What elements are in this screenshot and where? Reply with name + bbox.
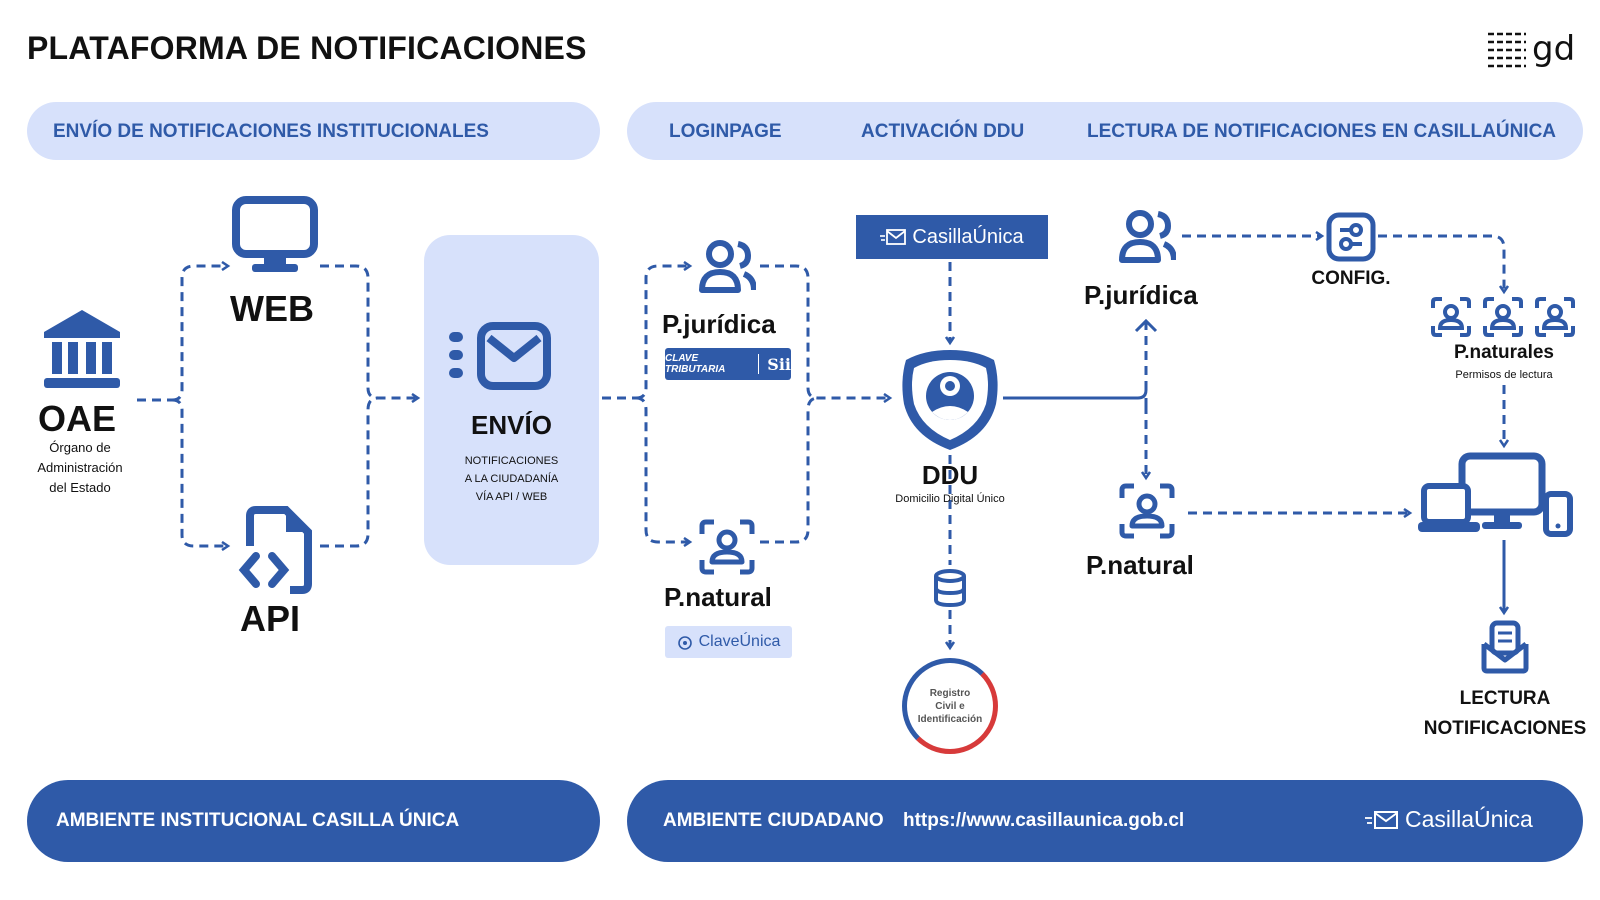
casilla-mail-icon — [1365, 810, 1398, 829]
oae-label: OAE — [38, 398, 117, 439]
flow-up-arrowhead — [1134, 318, 1158, 333]
ddu-label: DDU — [921, 460, 979, 490]
gd-logo-icon: gd — [1488, 29, 1575, 69]
flow-to-api — [171, 398, 228, 546]
bottom-casilla-text: CasillaÚnica — [1405, 806, 1533, 832]
users-scan-group-icon — [1431, 297, 1575, 337]
monitor-icon — [232, 196, 318, 272]
envio-desc-line-2: A LA CIUDADANÍA — [464, 473, 559, 485]
bottom-casilla-brand: CasillaÚnica — [1365, 806, 1533, 833]
registro-line-2: Civil e — [935, 700, 965, 712]
user-scan-icon — [699, 519, 755, 575]
lectura-natural-label: P.natural — [1086, 550, 1194, 580]
envio-label: ENVÍO — [471, 410, 552, 440]
registro-civil-logo: Registro Civil e Identificación — [902, 658, 998, 754]
flow-web-to-envio — [320, 264, 418, 398]
top-band-activacion-ddu: ACTIVACIÓN DDU — [861, 121, 1025, 142]
flow-to-juridica — [635, 266, 690, 400]
casilla-mail-icon — [880, 229, 907, 245]
ambiente-ciudadano-label: AMBIENTE CIUDADANO — [663, 810, 884, 831]
bottom-band-left: AMBIENTE INSTITUCIONAL CASILLA ÚNICA — [27, 780, 600, 862]
lectura-line-1: LECTURA — [1459, 688, 1551, 709]
oae-desc-line-2: Administración — [37, 460, 123, 475]
lectura-juridica-label: P.jurídica — [1084, 280, 1198, 310]
building-icon — [44, 310, 120, 388]
database-icon — [934, 569, 966, 608]
sii-text: Sii — [767, 354, 791, 374]
user-shield-icon — [902, 350, 998, 450]
top-band-left: ENVÍO DE NOTIFICACIONES INSTITUCIONALES — [27, 102, 600, 160]
top-band-left-label: ENVÍO DE NOTIFICACIONES INSTITUCIONALES — [53, 121, 489, 142]
lectura-notificaciones-label: LECTURA NOTIFICACIONES — [1410, 684, 1600, 744]
envio-desc-line-3: VÍA API / WEB — [475, 491, 548, 503]
clave-unica-icon — [677, 636, 692, 650]
envio-box — [424, 235, 599, 565]
clave-unica-text: ClaveÚnica — [698, 633, 781, 650]
clave-tributaria-text: CLAVE TRIBUTARIA — [665, 353, 726, 375]
flow-juridica-to-ddu — [760, 264, 890, 398]
flow-to-web — [171, 266, 228, 402]
users-icon — [699, 240, 756, 293]
clave-unica-badge[interactable]: ClaveÚnica — [665, 626, 792, 658]
login-natural-label: P.natural — [664, 582, 772, 612]
top-band-lectura: LECTURA DE NOTIFICACIONES EN CASILLAÚNIC… — [1087, 121, 1557, 142]
code-file-icon — [238, 506, 312, 594]
login-juridica-label: P.jurídica — [662, 309, 776, 339]
bottom-band-right: AMBIENTE CIUDADANO https://www.casillaun… — [627, 780, 1583, 862]
flow-to-natural — [635, 396, 690, 542]
casilla-url-link[interactable]: https://www.casillaunica.gob.cl — [903, 810, 1185, 831]
top-band-loginpage: LOGINPAGE — [669, 121, 782, 142]
bottom-band-left-label: AMBIENTE INSTITUCIONAL CASILLA ÚNICA — [56, 810, 460, 831]
gd-logo-text: gd — [1532, 30, 1575, 69]
registro-line-1: Registro — [929, 687, 971, 699]
users-icon — [1119, 210, 1176, 263]
config-label: CONFIG. — [1311, 268, 1391, 289]
ddu-description: Domicilio Digital Único — [895, 493, 1005, 505]
gd-logo: gd — [1488, 29, 1588, 75]
envio-desc-line-1: NOTIFICACIONES — [464, 455, 559, 467]
oae-desc-line-3: del Estado — [49, 480, 111, 495]
oae-description: Órgano de Administración del Estado — [20, 438, 140, 498]
flow-ddu-to-branch — [1003, 389, 1148, 400]
flow-config-to-naturales — [1378, 234, 1504, 292]
naturales-label: P.naturales — [1454, 342, 1554, 363]
flow-api-to-envio — [320, 396, 379, 548]
casilla-unica-text: CasillaÚnica — [912, 225, 1024, 248]
web-label: WEB — [230, 288, 314, 329]
devices-icon — [1418, 452, 1573, 537]
api-label: API — [240, 598, 301, 639]
casilla-unica-badge: CasillaÚnica — [856, 215, 1048, 259]
settings-icon — [1326, 212, 1376, 262]
top-band-right: LOGINPAGE ACTIVACIÓN DDU LECTURA DE NOTI… — [627, 102, 1583, 160]
badge-divider — [758, 354, 760, 374]
mail-icon — [449, 322, 551, 390]
clave-tributaria-badge[interactable]: CLAVE TRIBUTARIA Sii — [665, 348, 791, 380]
permisos-label: Permisos de lectura — [1455, 369, 1553, 381]
registro-line-3: Identificación — [917, 713, 983, 725]
envio-description: NOTIFICACIONES A LA CIUDADANÍA VÍA API /… — [424, 452, 599, 506]
lectura-line-2: NOTIFICACIONES — [1423, 718, 1587, 739]
oae-desc-line-1: Órgano de — [49, 440, 111, 455]
user-scan-icon — [1119, 483, 1175, 539]
page-title: PLATAFORMA DE NOTIFICACIONES — [27, 30, 587, 66]
mail-read-icon — [1481, 620, 1529, 674]
